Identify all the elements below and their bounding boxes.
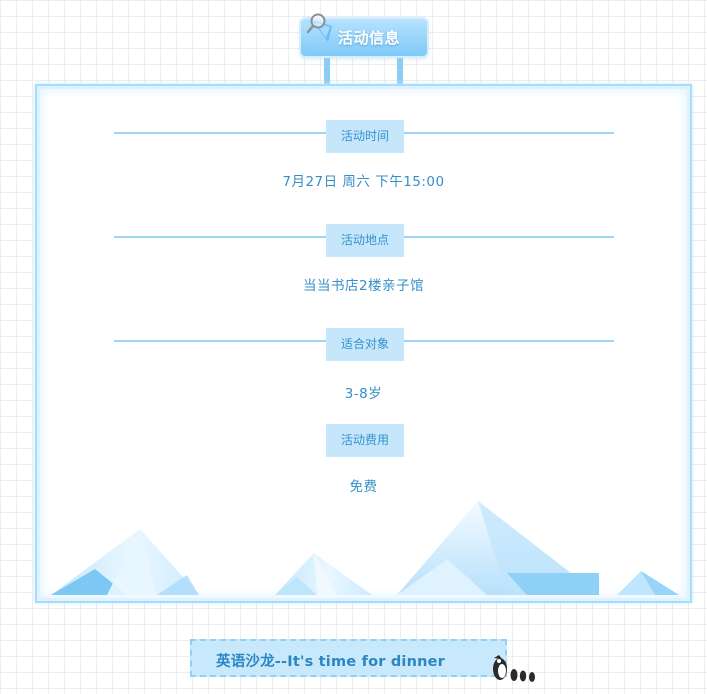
section-value-audience: 3-8岁 xyxy=(344,386,383,402)
section-label-location: 活动地点 xyxy=(326,224,404,257)
activity-info-card: 活动时间 7月27日 周六 下午15:00 活动地点 当当书店2楼亲子馆 适合对… xyxy=(35,84,692,603)
sign-post-left xyxy=(324,58,330,84)
header-sign: 活动信息 xyxy=(301,13,427,56)
section-label-time: 活动时间 xyxy=(326,120,404,153)
penguin-icon xyxy=(493,655,535,682)
section-label-fee: 活动费用 xyxy=(326,424,404,457)
section-value-time: 7月27日 周六 下午15:00 xyxy=(282,174,445,190)
footer-banner: 英语沙龙--It's time for dinner xyxy=(190,639,507,677)
mountain-decoration xyxy=(51,501,679,595)
magnifier-icon xyxy=(306,13,332,42)
footer-text: 英语沙龙--It's time for dinner xyxy=(216,654,446,670)
section-label-audience: 适合对象 xyxy=(326,328,404,361)
section-value-fee: 免费 xyxy=(349,479,378,495)
sign-post-right xyxy=(397,58,403,84)
header-title: 活动信息 xyxy=(338,29,401,47)
section-value-location: 当当书店2楼亲子馆 xyxy=(302,278,425,294)
